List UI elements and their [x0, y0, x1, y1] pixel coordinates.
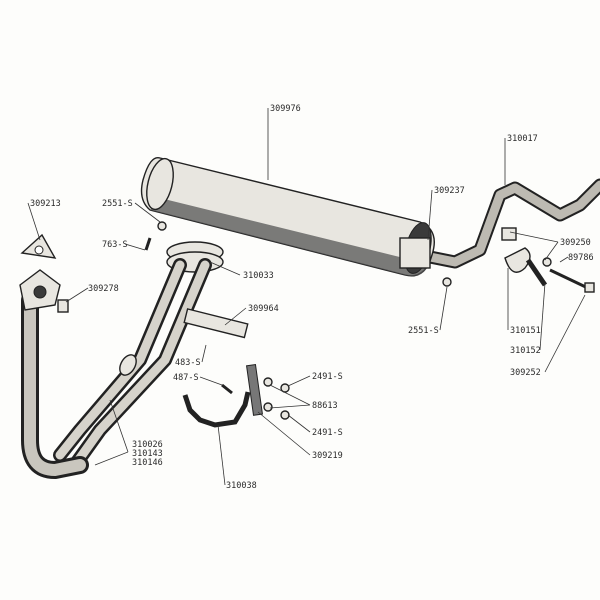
label-bracket: 309964 [248, 304, 279, 314]
label-screw-483: 483-S [175, 358, 201, 368]
label-spacer: 310152 [510, 346, 541, 356]
label-washer-88613: 88613 [312, 401, 338, 411]
muffler-drawing [140, 156, 435, 277]
label-nut-2491-b: 2491-S [312, 428, 343, 438]
small-parts-drawing [20, 221, 595, 428]
muffler-clamp-drawing [399, 237, 431, 269]
label-nut-2491-a: 2491-S [312, 372, 343, 382]
tailpipe-drawing [413, 178, 600, 269]
label-screw-487: 487-S [173, 373, 199, 383]
label-bushing: 309278 [88, 284, 119, 294]
label-flange-gasket: 310033 [243, 271, 274, 281]
label-bolt-763: 763-S [102, 240, 128, 250]
label-nut-upper: 2551-S [102, 199, 133, 209]
label-insulator: 309219 [312, 451, 343, 461]
leader-lines [27, 108, 586, 486]
label-hanger-bushing: 309250 [560, 238, 591, 248]
label-gasket: 309213 [30, 199, 61, 209]
exhaust-pipes-drawing [19, 241, 224, 479]
label-washer: 89786 [568, 253, 594, 263]
label-nut-tail: 2551-S [408, 326, 439, 336]
label-tail-bolt: 309252 [510, 368, 541, 378]
bracket-drawing [183, 308, 249, 339]
label-tail-clamp: 310151 [510, 326, 541, 336]
label-tailpipe: 310017 [507, 134, 538, 144]
label-pipe-c: 310146 [132, 458, 163, 468]
label-muffler: 309976 [270, 104, 301, 114]
label-strap: 310038 [226, 481, 257, 491]
label-pipe-b: 310143 [132, 449, 163, 459]
label-pipe-a: 310026 [132, 440, 163, 450]
label-muffler-clamp: 309237 [434, 186, 465, 196]
